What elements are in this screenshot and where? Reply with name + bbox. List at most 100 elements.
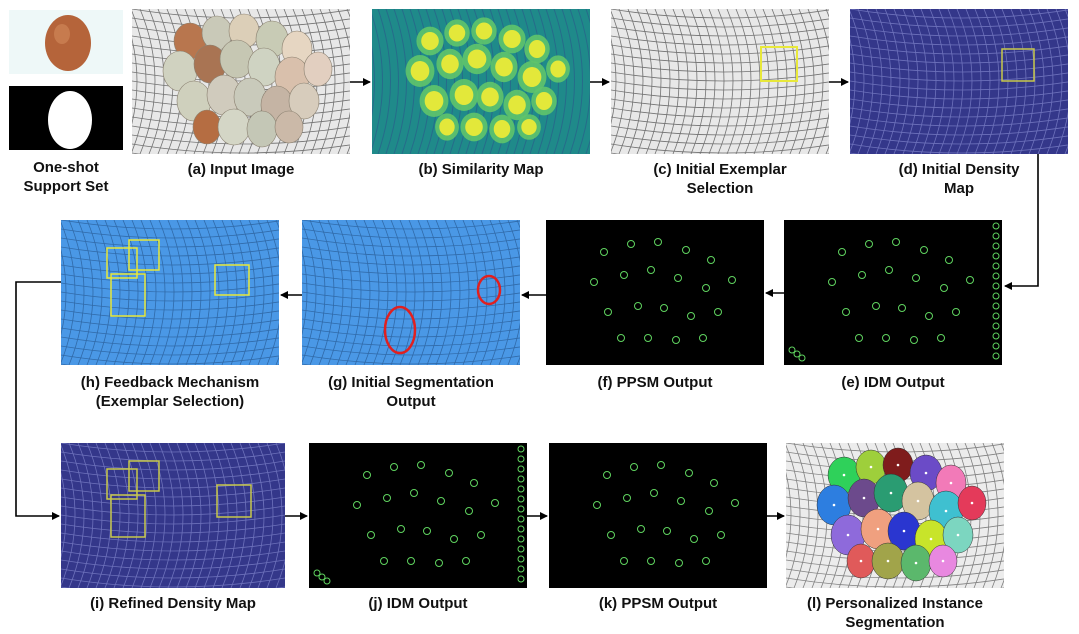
point-map: [593, 461, 739, 567]
edge-ring: [517, 545, 525, 553]
edge-ring: [517, 565, 525, 573]
point-ring: [952, 308, 960, 316]
similarity-peak: [465, 118, 483, 136]
point-ring: [663, 527, 671, 535]
point-ring: [600, 248, 608, 256]
point-ring: [677, 497, 685, 505]
edge-ring: [992, 352, 1000, 360]
edge-ring: [323, 577, 331, 585]
edge-ring: [992, 332, 1000, 340]
point-ring: [872, 302, 880, 310]
point-ring: [623, 494, 631, 502]
panel-f-ppsm-output: [546, 220, 764, 365]
similarity-heatmap: [372, 9, 590, 154]
exemplar-box: [106, 468, 138, 500]
point-ring: [590, 278, 598, 286]
similarity-peak: [441, 54, 459, 74]
center-point: [842, 473, 846, 477]
point-ring: [637, 525, 645, 533]
panel-c-initial-exemplar: [611, 9, 829, 154]
center-point: [949, 481, 953, 485]
edge-ring: [517, 465, 525, 473]
point-ring: [477, 531, 485, 539]
point-ring: [838, 248, 846, 256]
edge-ring: [992, 312, 1000, 320]
exemplar-box: [216, 484, 252, 518]
egg: [246, 110, 278, 148]
point-ring: [647, 557, 655, 565]
similarity-peak: [448, 24, 466, 42]
point-ring: [731, 499, 739, 507]
point-ring: [672, 336, 680, 344]
point-ring: [603, 471, 611, 479]
edge-ring: [798, 354, 806, 362]
edge-ring: [992, 252, 1000, 260]
point-ring: [674, 274, 682, 282]
point-ring: [865, 240, 873, 248]
edge-ring: [992, 322, 1000, 330]
point-ring: [410, 489, 418, 497]
exemplar-box: [110, 494, 146, 538]
point-ring: [423, 527, 431, 535]
edge-ring: [517, 505, 525, 513]
edge-ring: [517, 485, 525, 493]
point-ring: [363, 471, 371, 479]
similarity-peak: [550, 60, 566, 78]
segmentation-map: [302, 220, 520, 365]
point-ring: [660, 304, 668, 312]
similarity-peak: [410, 61, 430, 81]
edge-ring: [517, 535, 525, 543]
error-circle: [476, 274, 502, 306]
center-point: [876, 527, 880, 531]
point-ring: [450, 535, 458, 543]
center-point: [832, 503, 836, 507]
edge-ring: [313, 569, 321, 577]
point-ring: [650, 489, 658, 497]
point-ring: [920, 246, 928, 254]
exemplar-box: [128, 239, 160, 271]
point-map: [313, 445, 525, 585]
point-ring: [685, 469, 693, 477]
panel-b-similarity-map: [372, 9, 590, 154]
point-ring: [383, 494, 391, 502]
point-ring: [940, 284, 948, 292]
panel-e-idm-output: [784, 220, 1002, 365]
density-map: [61, 443, 285, 588]
center-point: [846, 533, 850, 537]
egg: [288, 82, 320, 120]
point-ring: [925, 312, 933, 320]
center-point: [859, 559, 863, 563]
center-point: [929, 537, 933, 541]
point-ring: [647, 266, 655, 274]
point-ring: [885, 266, 893, 274]
egg-basket-photo: [611, 9, 829, 154]
edge-ring: [788, 346, 796, 354]
caption-h: (h) Feedback Mechanism(Exemplar Selectio…: [80, 374, 260, 410]
point-ring: [627, 240, 635, 248]
center-point: [914, 561, 918, 565]
edge-ring: [992, 262, 1000, 270]
point-ring: [690, 535, 698, 543]
edge-ring: [517, 525, 525, 533]
panel-g-initial-segmentation: [302, 220, 520, 365]
point-ring: [634, 302, 642, 310]
caption-e: (e) IDM Output: [841, 374, 945, 391]
exemplar-box: [128, 460, 160, 492]
point-ring: [699, 334, 707, 342]
point-ring: [630, 463, 638, 471]
edge-ring: [517, 455, 525, 463]
center-point: [902, 529, 906, 533]
point-ring: [892, 238, 900, 246]
point-ring: [644, 334, 652, 342]
center-point: [941, 559, 945, 563]
panel-l-instance-segmentation: [786, 443, 1004, 588]
error-circle: [383, 305, 417, 355]
similarity-peak: [421, 32, 439, 50]
point-ring: [910, 336, 918, 344]
point-ring: [710, 479, 718, 487]
egg-basket-photo: [132, 9, 350, 154]
caption-a: (a) Input Image: [187, 161, 295, 178]
similarity-peak: [503, 30, 521, 48]
